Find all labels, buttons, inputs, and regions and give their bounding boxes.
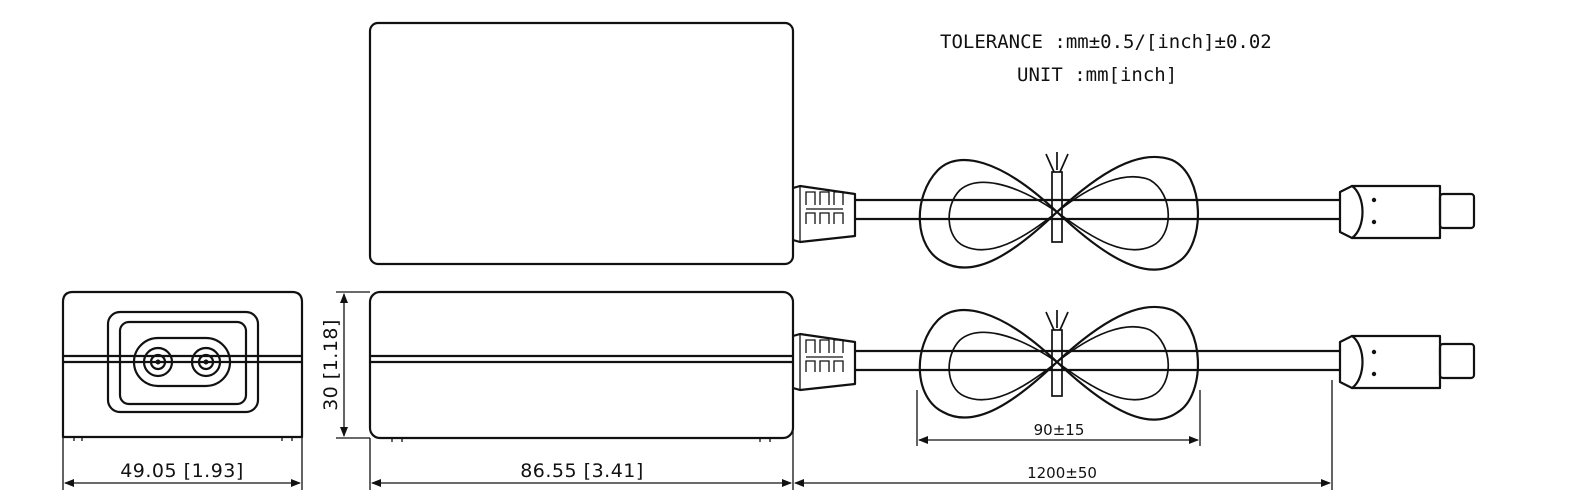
end-view [61,290,304,441]
cable-length-label: 1200±50 [1027,464,1097,482]
end-view-outline [61,290,304,439]
adapter-top-body [368,21,795,266]
ac-socket-c8 [132,336,232,388]
strain-relief-top [791,184,857,244]
cable-loop-side [918,305,1199,421]
dimension-lines [62,291,1333,490]
usb-c-plug-top [1338,184,1476,240]
cable-loop-top [918,152,1199,271]
depth-dimension-label: 49.05 [1.93] [120,460,244,482]
length-dimension-label: 86.55 [3.41] [520,460,644,482]
height-dimension-label: 30 [1.18] [320,319,342,411]
ac-inlet-recess [106,310,260,414]
top-view [368,21,1476,271]
loop-dimension-label: 90±15 [1034,421,1085,439]
adapter-side-body [368,290,795,440]
usb-c-plug-side [1338,334,1476,390]
side-view [368,290,1476,442]
strain-relief-side [791,332,857,392]
tolerance-note: TOLERANCE :mm±0.5/[inch]±0.02 [940,31,1272,53]
unit-note: UNIT :mm[inch] [1017,64,1177,86]
